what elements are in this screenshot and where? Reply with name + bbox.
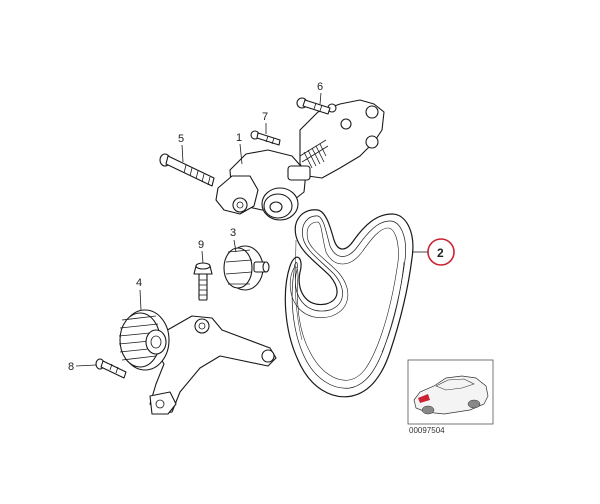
- bolt-8[interactable]: [95, 358, 127, 379]
- callout-4[interactable]: 4: [136, 277, 142, 311]
- guide-pulley: [118, 309, 170, 371]
- callout-3[interactable]: 3: [230, 227, 237, 253]
- bolt-5[interactable]: [159, 153, 215, 187]
- callout-label: 1: [236, 132, 242, 144]
- callout-7[interactable]: 7: [262, 111, 268, 134]
- bolt-7[interactable]: [250, 130, 281, 146]
- tensioner-assembly[interactable]: [215, 99, 385, 221]
- tensioner-spring: [299, 139, 329, 169]
- idler-pulley[interactable]: [223, 245, 270, 291]
- reference-number: 00097504: [409, 426, 445, 435]
- callout-label: 5: [178, 133, 184, 145]
- guide-pulley-assembly[interactable]: [118, 309, 277, 415]
- bolt-6[interactable]: [296, 97, 331, 115]
- callout-2[interactable]: 2: [412, 238, 455, 266]
- callout-label: 2: [437, 246, 444, 260]
- callout-label: 4: [136, 277, 142, 289]
- callout-label: 3: [230, 227, 236, 239]
- bolt-9[interactable]: [193, 262, 213, 301]
- callout-5[interactable]: 5: [178, 133, 184, 163]
- tensioner-pulley: [261, 187, 299, 221]
- callout-label: 6: [317, 81, 323, 93]
- callout-8[interactable]: 8: [68, 361, 97, 373]
- callout-9[interactable]: 9: [198, 239, 204, 264]
- car-icon: [413, 375, 489, 415]
- callout-1[interactable]: 1: [236, 132, 243, 165]
- vehicle-thumbnail: 00097504: [407, 359, 494, 435]
- callout-label: 8: [68, 361, 74, 373]
- drive-belt[interactable]: [284, 209, 414, 398]
- callout-6[interactable]: 6: [317, 81, 323, 105]
- callout-label: 9: [198, 239, 204, 251]
- callout-label: 7: [262, 111, 268, 123]
